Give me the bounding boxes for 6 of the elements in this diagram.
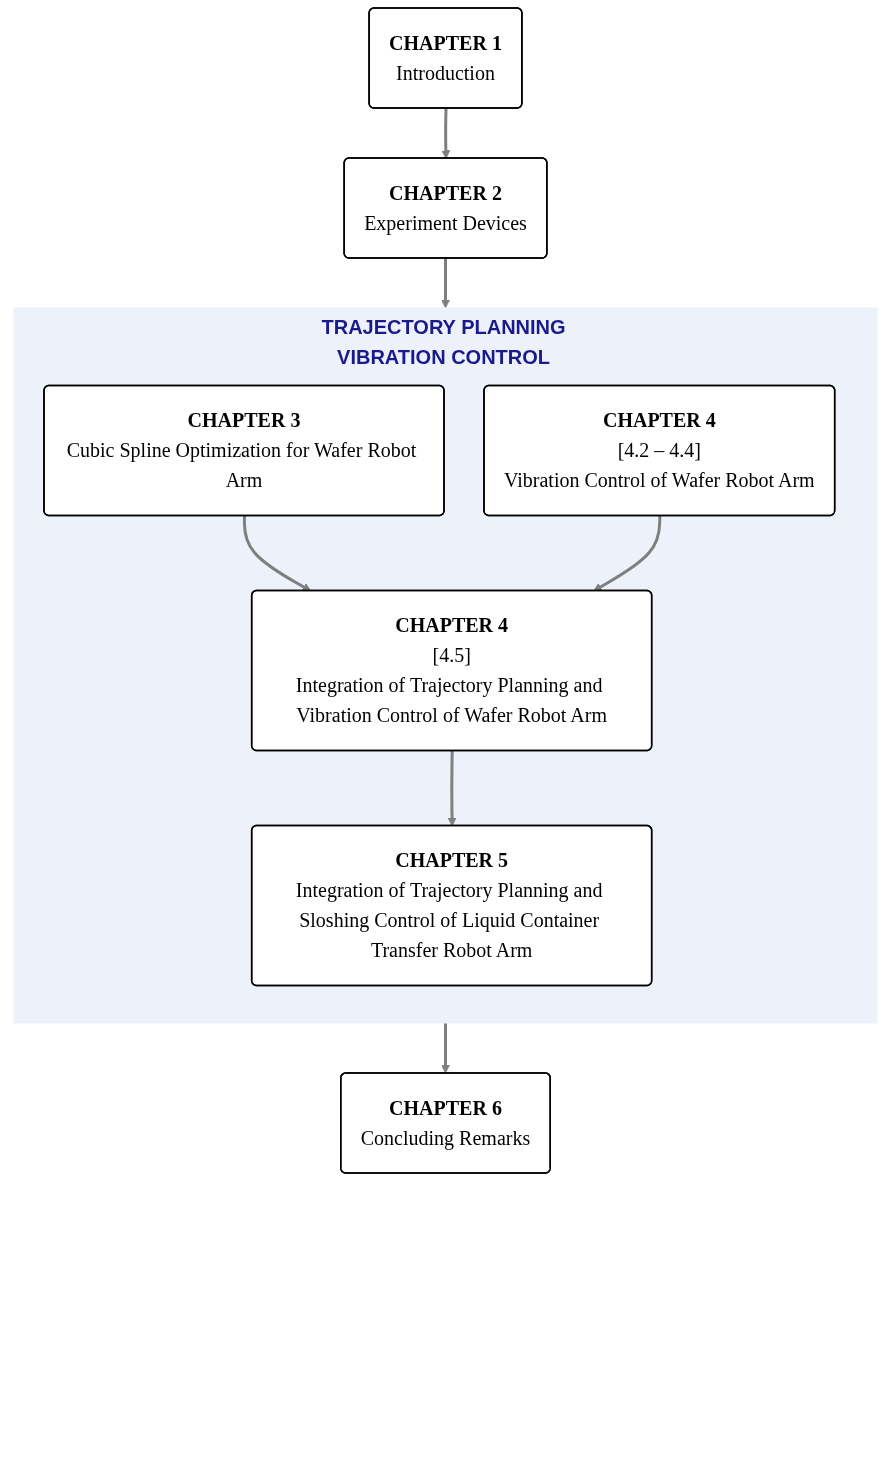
arrow (447, 750, 457, 827)
arrow (441, 258, 450, 309)
arrow (593, 515, 662, 592)
arrow (242, 515, 312, 592)
arrow (441, 1023, 450, 1074)
arrow (441, 108, 451, 159)
